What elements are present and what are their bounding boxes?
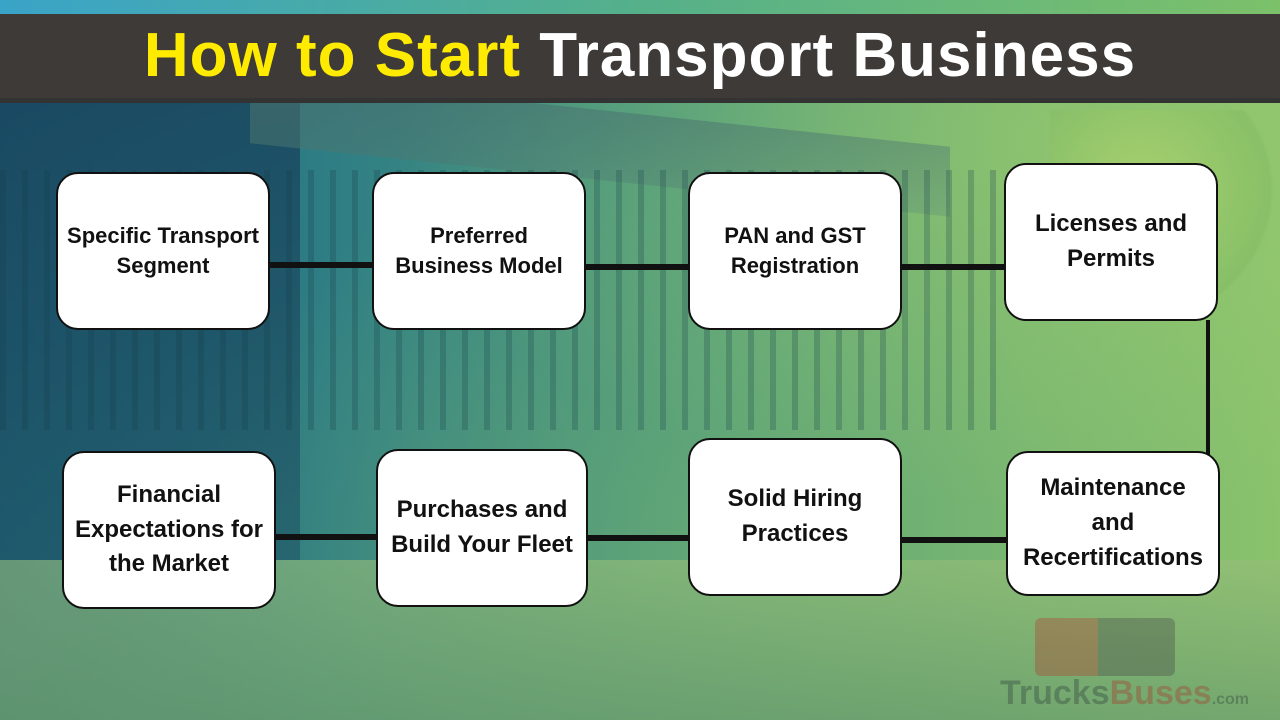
step-label: PAN and GST Registration [724, 223, 866, 278]
step-preferred-business-model: Preferred Business Model [372, 172, 586, 330]
step-solid-hiring-practices: Solid Hiring Practices [688, 438, 902, 596]
step-label: Purchases and Build Your Fleet [391, 496, 573, 558]
watermark-brand-part2: Buses [1109, 674, 1212, 712]
watermark-suffix: .com [1211, 691, 1250, 708]
step-purchases-build-fleet: Purchases and Build Your Fleet [376, 449, 588, 607]
page-title: How to Start Transport Business [0, 14, 1280, 98]
step-licenses-permits: Licenses and Permits [1004, 163, 1218, 321]
step-financial-expectations: Financial Expectations for the Market [62, 451, 276, 609]
step-label: Specific Transport Segment [67, 223, 259, 278]
step-specific-transport-segment: Specific Transport Segment [56, 172, 270, 330]
step-maintenance-recertifications: Maintenance and Recertifications [1006, 451, 1220, 596]
watermark-text: TrucksBuses.com [1000, 674, 1270, 713]
step-label: Maintenance and Recertifications [1022, 474, 1204, 571]
title-highlight: How to Start [143, 21, 522, 90]
step-pan-gst-registration: PAN and GST Registration [688, 172, 902, 330]
step-label: Financial Expectations for the Market [74, 480, 264, 578]
title-bar: How to Start Transport Business [0, 0, 1280, 103]
title-rest: Transport Business [539, 21, 1137, 90]
watermark-brand-part1: Trucks [1000, 674, 1110, 712]
watermark: TrucksBuses.com [1000, 612, 1270, 712]
step-label: Licenses and Permits [1034, 210, 1188, 272]
title-accent-strip [0, 0, 1280, 14]
step-label: Preferred Business Model [395, 223, 563, 278]
truck-logo-icon [1035, 618, 1175, 676]
step-label: Solid Hiring Practices [727, 485, 863, 547]
